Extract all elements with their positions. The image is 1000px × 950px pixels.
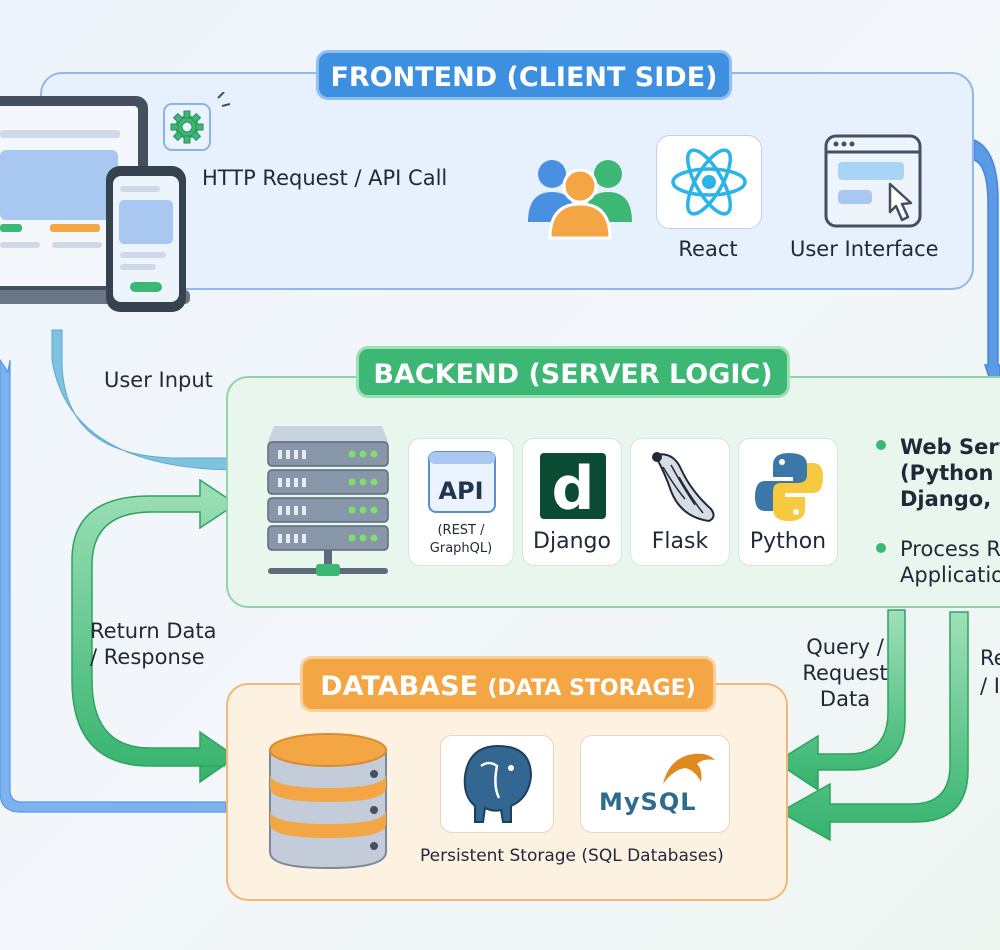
right-cut-label-1: Re xyxy=(980,646,1000,670)
user-interface-label: User Interface xyxy=(790,237,939,261)
react-tile xyxy=(656,135,762,229)
query-label-1: Query / xyxy=(806,635,884,659)
python-label: Python xyxy=(749,529,827,554)
bullet-1-line-3: Django, F xyxy=(900,487,1000,511)
django-label: Django xyxy=(533,529,611,554)
react-icon xyxy=(671,148,747,216)
gear-icon xyxy=(163,92,231,151)
python-icon xyxy=(755,453,823,521)
bullet-1-line-1: Web Serv xyxy=(900,435,1000,459)
bullet-2-line-1: Process R xyxy=(900,537,1000,561)
frontend-title: FRONTEND (CLIENT SIDE) xyxy=(316,50,732,100)
mysql-wordmark: MySQL xyxy=(599,788,697,816)
http-request-label: HTTP Request / API Call xyxy=(202,166,448,190)
api-card: API (REST / GraphQL) xyxy=(408,438,514,566)
storage-caption: Persistent Storage (SQL Databases) xyxy=(420,846,724,866)
left-blue-return-arrow xyxy=(0,358,227,813)
database-title-sub: (DATA STORAGE) xyxy=(487,676,696,701)
react-label: React xyxy=(678,237,738,261)
user-interface-icon xyxy=(824,134,922,228)
frontend-to-backend-arrow xyxy=(973,138,1000,411)
api-icon xyxy=(428,451,496,513)
user-input-arrow xyxy=(51,329,241,471)
database-cylinder-icon xyxy=(269,733,387,870)
return-data-label-2: / Response xyxy=(90,645,205,669)
return-data-label-1: Return Data xyxy=(90,619,217,643)
django-card: d Django xyxy=(522,438,622,566)
api-sub-2: GraphQL) xyxy=(429,541,493,556)
flask-label: Flask xyxy=(651,529,709,554)
return-data-arrow xyxy=(71,478,238,784)
right-cut-label-2: / I xyxy=(980,674,1000,698)
svg-text:d: d xyxy=(552,454,595,521)
api-sub-1: (REST / xyxy=(437,523,485,538)
backend-title: BACKEND (SERVER LOGIC) xyxy=(356,346,790,398)
bullet-1-dot xyxy=(876,440,886,450)
database-title: DATABASE (DATA STORAGE) xyxy=(300,656,716,712)
mysql-card: MySQL xyxy=(580,735,730,833)
python-card: Python xyxy=(738,438,838,566)
django-icon: d xyxy=(540,453,606,521)
flask-card: Flask xyxy=(630,438,730,566)
query-label-3: Data xyxy=(819,687,871,711)
users-icon xyxy=(528,160,632,240)
flask-horn-icon xyxy=(652,452,715,523)
bullet-2-dot xyxy=(876,543,886,553)
postgresql-elephant-icon xyxy=(463,744,533,823)
query-label-2: Request xyxy=(802,661,888,685)
api-title: API xyxy=(438,477,484,505)
postgresql-card xyxy=(440,735,554,833)
user-input-label: User Input xyxy=(104,368,213,392)
bullet-1-line-2: (Python F xyxy=(900,461,1000,485)
database-title-main: DATABASE xyxy=(320,671,479,702)
server-icon xyxy=(267,426,389,576)
laptop-phone-icon xyxy=(0,96,190,312)
bullet-2-line-2: Applicatio xyxy=(900,563,1000,587)
mysql-dolphin-icon xyxy=(663,753,715,784)
